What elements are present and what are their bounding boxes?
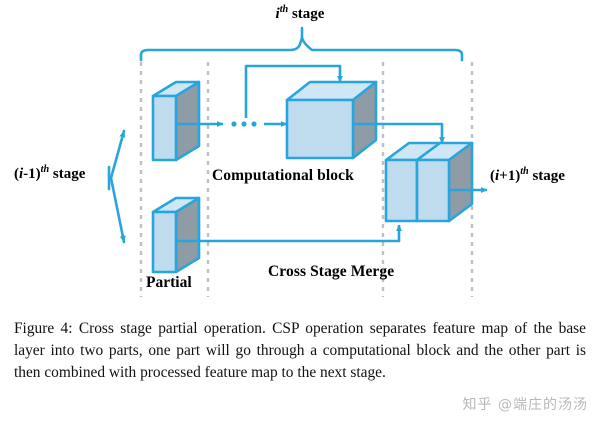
- computational-block-label: Computational block: [212, 167, 354, 184]
- caption-text: Cross stage partial operation. CSP opera…: [14, 320, 586, 381]
- csp-architecture-diagram: [107, 26, 488, 297]
- zhihu-watermark: 知乎 @端庄的汤汤: [462, 397, 588, 413]
- computational-block: [285, 80, 378, 160]
- ellipsis-dots: [231, 121, 257, 127]
- merge-block: [384, 141, 474, 223]
- ith-stage-brace: [139, 26, 464, 62]
- compblock-feedback-route: [244, 64, 343, 118]
- partial-to-merge-route: [177, 224, 402, 243]
- previous-stage-label: (i-1)th stage: [14, 164, 86, 182]
- figure-caption: Figure 4: Cross stage partial operation.…: [14, 318, 586, 384]
- cross-stage-merge-label: Cross Stage Merge: [268, 263, 395, 280]
- next-stage-label: (i+1)th stage: [490, 166, 565, 184]
- stage-split-connector: [107, 129, 126, 244]
- figure-diagram: ith stage (i-1)th stage (i+1)th stage Co…: [14, 4, 565, 297]
- caption-label: Figure 4:: [14, 320, 73, 337]
- ith-stage-label: ith stage: [275, 4, 325, 22]
- compblock-to-merge-route: [354, 122, 445, 144]
- partial-block-label: Partial: [146, 274, 192, 291]
- partial-block: [151, 196, 201, 274]
- base-layer-block: [151, 80, 201, 162]
